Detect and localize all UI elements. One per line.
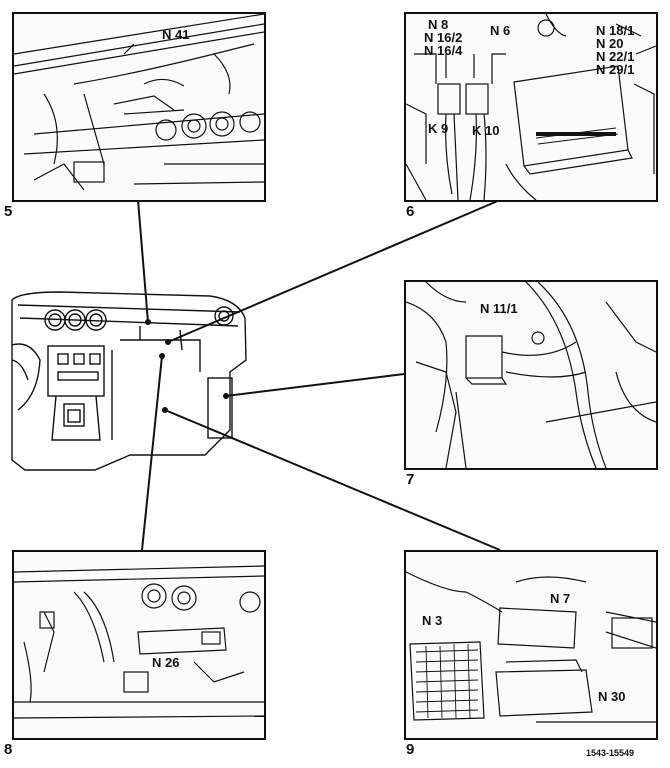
label-n41: N 41 [162,27,190,42]
panel-number-7: 7 [406,471,415,488]
panel-number-9: 9 [406,741,415,758]
label-k9: K 9 [428,121,449,136]
panel-number-5: 5 [4,203,13,220]
label-n26: N 26 [152,655,180,670]
detail-panel-7: N 11/1 [404,280,658,470]
panel-number-6: 6 [406,203,415,220]
reference-code: 1543-15549 [586,748,635,758]
label-n6: N 6 [490,23,511,38]
label-n7: N 7 [550,591,571,606]
panel-9-drawing [406,571,656,723]
detail-panel-9: N 7 N 3 N 30 [404,550,658,740]
label-n8: N 8 [428,17,449,32]
panel-7-drawing [406,282,656,468]
detail-panel-6: N 8 N 16/2 N 16/4 N 6 K 9 K 10 N 18/1 N … [404,12,658,202]
detail-panel-5: N 41 [12,12,266,202]
label-k10: K 10 [472,123,500,138]
label-n22-1: N 22/1 [596,49,635,64]
label-n11-1: N 11/1 [480,301,518,316]
label-n30: N 30 [598,689,626,704]
label-n16-4: N 16/4 [424,43,463,58]
label-n3: N 3 [422,613,443,628]
detail-panel-8: N 26 [12,550,266,740]
panel-number-8: 8 [4,741,13,758]
panel-6-drawing [406,14,656,200]
label-n29-1: N 29/1 [596,62,635,77]
label-n18-1: N 18/1 [596,23,635,38]
label-n16-2: N 16/2 [424,30,463,45]
label-n20: N 20 [596,36,624,51]
panel-8-drawing [14,565,264,719]
panel-5-drawing [14,14,264,191]
